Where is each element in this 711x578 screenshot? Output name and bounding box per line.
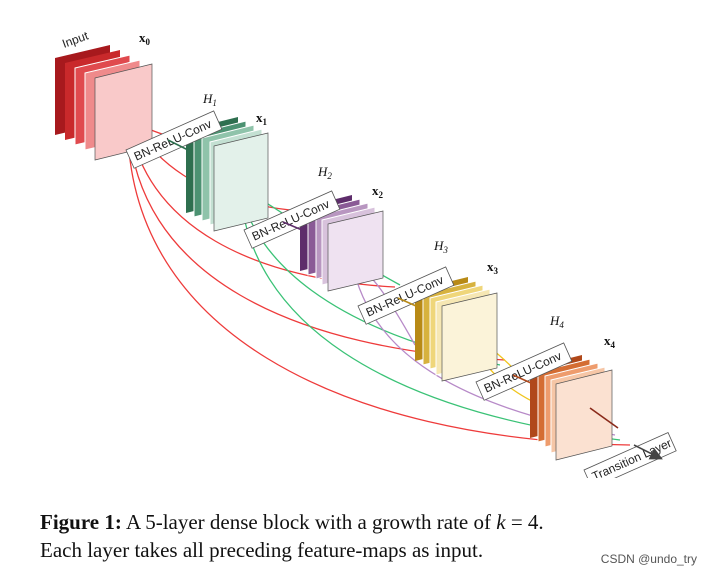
input-label: Input: [60, 28, 90, 51]
svg-text:x0: x0: [139, 30, 151, 47]
layer-arrow: [397, 297, 417, 307]
caption-text-2: = 4.: [505, 510, 544, 534]
x0-label: x0: [139, 30, 151, 47]
caption-line-2: Each layer takes all preceding feature-m…: [40, 538, 484, 562]
x4-label: x4: [604, 333, 616, 350]
layer-arrows: [167, 139, 663, 460]
feature-map: [327, 210, 384, 292]
svg-text:x3: x3: [487, 259, 499, 276]
x3-label: x3: [487, 259, 499, 276]
output-arrow: [633, 444, 663, 460]
figure-caption: Figure 1: A 5-layer dense block with a g…: [40, 508, 680, 564]
svg-text:x1: x1: [256, 110, 268, 127]
x4-inner-arrow: [589, 407, 619, 429]
watermark: CSDN @undo_try: [600, 552, 697, 566]
h3-label: H3: [433, 238, 448, 255]
x4-stack: [530, 355, 613, 461]
caption-text-1: A 5-layer dense block with a growth rate…: [121, 510, 497, 534]
h4-label: H4: [549, 313, 564, 330]
layer-arrow: [512, 374, 532, 384]
h1-label: H1: [202, 91, 217, 108]
input-stack: [55, 45, 153, 161]
x3-stack: [415, 277, 498, 382]
svg-text:H3: H3: [433, 238, 448, 255]
feature-map: [441, 292, 498, 382]
x1-stack: [186, 117, 269, 232]
h2-label: H2: [317, 164, 332, 181]
layer-arrow: [167, 139, 189, 151]
connection-red-4: [127, 111, 631, 446]
svg-text:x4: x4: [604, 333, 616, 350]
svg-text:H4: H4: [549, 313, 564, 330]
feature-map: [555, 369, 613, 461]
x2-label: x2: [372, 183, 384, 200]
feature-map: [213, 132, 269, 232]
layer-arrow: [282, 221, 303, 231]
densenet-figure: BN-ReLU-Conv BN-ReLU-Conv BN-ReLU-Conv B…: [55, 28, 677, 478]
caption-label: Figure 1:: [40, 510, 122, 534]
x1-label: x1: [256, 110, 268, 127]
svg-text:H2: H2: [317, 164, 332, 181]
caption-k: k: [496, 510, 506, 534]
svg-text:x2: x2: [372, 183, 384, 200]
svg-text:H1: H1: [202, 91, 217, 108]
